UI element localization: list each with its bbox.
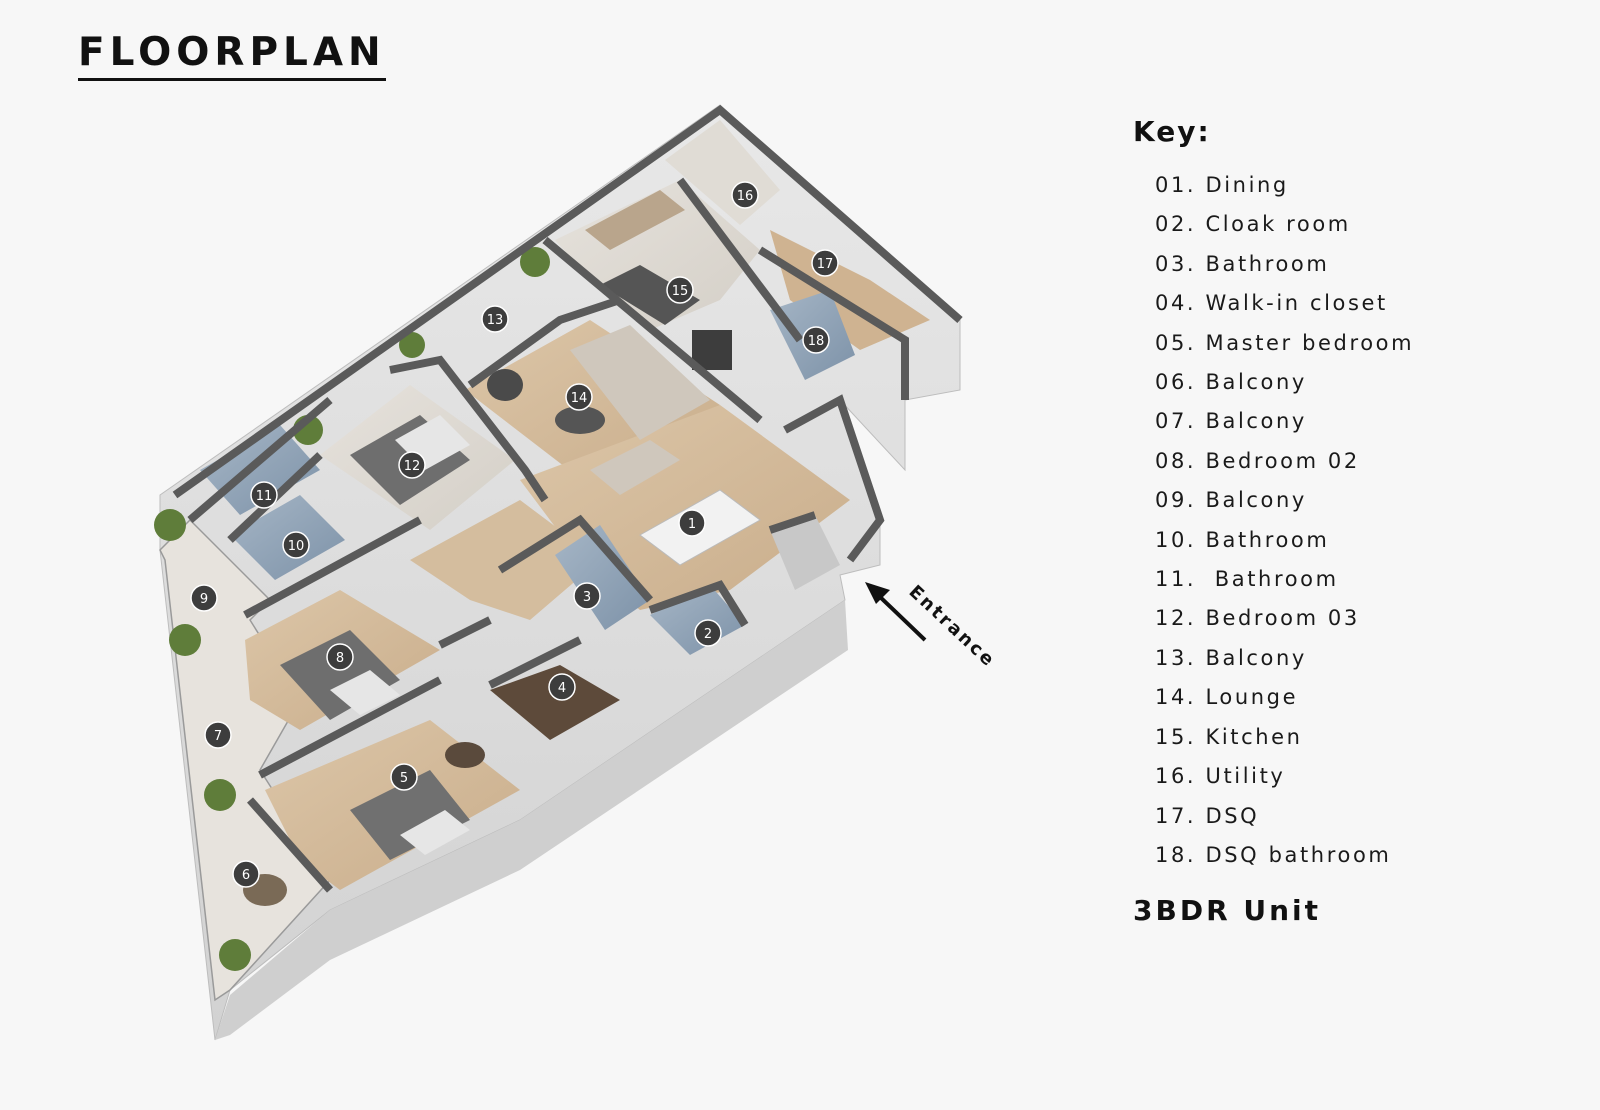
key-item: 08. Bedroom 02 <box>1155 448 1360 473</box>
room-marker-circle <box>232 860 260 888</box>
room-marker-6: 6 <box>232 860 260 888</box>
key-item: 17. DSQ <box>1155 803 1260 828</box>
room-marker-label: 15 <box>672 284 689 299</box>
room-marker-label: 7 <box>214 729 222 744</box>
key-item: 02. Cloak room <box>1155 212 1351 237</box>
balcony-left <box>159 518 331 1002</box>
key-item: 10. Bathroom <box>1155 527 1330 552</box>
room-marker-circle <box>694 619 722 647</box>
room-marker-label: 13 <box>487 313 504 328</box>
key-item: 06. Balcony <box>1155 370 1307 395</box>
unit-label: 3BDR Unit <box>1133 894 1322 928</box>
room-marker-label: 1 <box>688 517 696 532</box>
room-marker-circle <box>204 721 232 749</box>
bathrooms <box>200 290 855 655</box>
key-item: 07. Balcony <box>1155 409 1307 434</box>
room-marker-1: 1 <box>678 509 706 537</box>
room-marker-12: 12 <box>398 451 426 479</box>
room-marker-circle <box>731 181 759 209</box>
room-marker-2: 2 <box>694 619 722 647</box>
key-item: 14. Lounge <box>1155 685 1299 710</box>
room-marker-15: 15 <box>666 276 694 304</box>
entrance-arrow <box>865 582 927 642</box>
key-item: 04. Walk-in closet <box>1155 291 1388 316</box>
room-marker-label: 17 <box>817 257 834 272</box>
room-marker-label: 4 <box>558 681 566 696</box>
page-title: FLOORPLAN <box>78 30 386 81</box>
room-marker-7: 7 <box>204 721 232 749</box>
key-item: 15. Kitchen <box>1155 724 1303 749</box>
key-item: 05. Master bedroom <box>1155 330 1415 355</box>
room-marker-14: 14 <box>565 383 593 411</box>
room-marker-label: 12 <box>404 459 421 474</box>
room-marker-circle <box>250 481 278 509</box>
key-item: 12. Bedroom 03 <box>1155 606 1360 631</box>
key-item: 18. DSQ bathroom <box>1155 842 1392 867</box>
room-marker-label: 2 <box>704 627 712 642</box>
room-marker-circle <box>802 326 830 354</box>
room-marker-circle <box>811 249 839 277</box>
room-marker-label: 6 <box>242 868 250 883</box>
key-list: 01. Dining 02. Cloak room 03. Bathroom 04. … <box>1133 166 1553 875</box>
room-marker-label: 14 <box>571 391 588 406</box>
room-marker-circle <box>678 509 706 537</box>
room-marker-label: 18 <box>808 334 825 349</box>
entrance-label: Entrance <box>905 581 1000 672</box>
room-marker-label: 9 <box>200 592 208 607</box>
room-marker-label: 8 <box>336 651 344 666</box>
room-marker-11: 11 <box>250 481 278 509</box>
room-marker-4: 4 <box>548 673 576 701</box>
room-marker-circle <box>666 276 694 304</box>
key-legend: Key: 01. Dining 02. Cloak room 03. Bathroo… <box>1133 112 1553 931</box>
room-marker-circle <box>573 582 601 610</box>
room-marker-17: 17 <box>811 249 839 277</box>
room-marker-circle <box>398 451 426 479</box>
room-marker-circle <box>326 643 354 671</box>
room-marker-3: 3 <box>573 582 601 610</box>
room-marker-circle <box>190 584 218 612</box>
interior-walls <box>172 104 963 893</box>
room-marker-label: 3 <box>583 590 591 605</box>
room-marker-8: 8 <box>326 643 354 671</box>
key-item: 03. Bathroom <box>1155 251 1330 276</box>
key-item: 16. Utility <box>1155 764 1286 789</box>
room-marker-label: 16 <box>737 189 754 204</box>
room-marker-circle <box>390 763 418 791</box>
key-item: 09. Balcony <box>1155 488 1307 513</box>
key-heading: Key: <box>1133 115 1211 148</box>
room-marker-circle <box>481 305 509 333</box>
room-marker-circle <box>282 531 310 559</box>
room-marker-13: 13 <box>481 305 509 333</box>
room-marker-10: 10 <box>282 531 310 559</box>
room-marker-9: 9 <box>190 584 218 612</box>
key-item: 13. Balcony <box>1155 645 1307 670</box>
key-item: 01. Dining <box>1155 173 1289 197</box>
room-marker-label: 11 <box>256 489 273 504</box>
room-marker-5: 5 <box>390 763 418 791</box>
room-marker-label: 5 <box>400 771 408 786</box>
key-item: 11. Bathroom <box>1155 567 1339 592</box>
room-marker-circle <box>565 383 593 411</box>
room-marker-circle <box>548 673 576 701</box>
room-marker-label: 10 <box>288 539 305 554</box>
room-marker-18: 18 <box>802 326 830 354</box>
room-marker-16: 16 <box>731 181 759 209</box>
